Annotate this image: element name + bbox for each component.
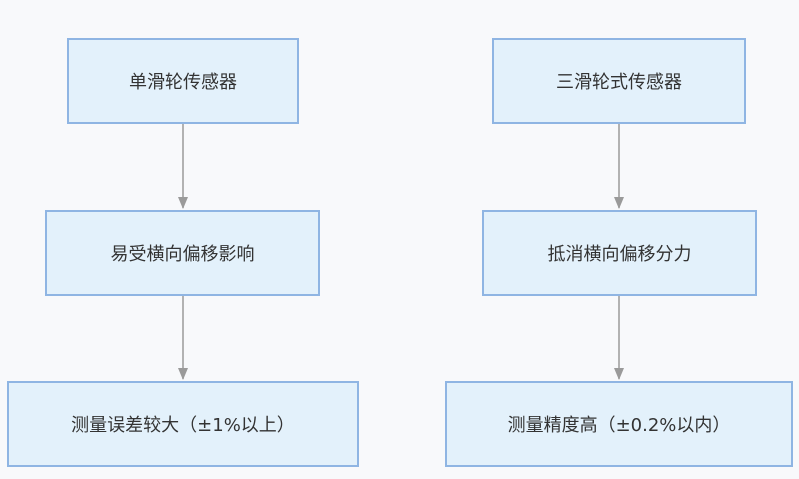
node-label: 易受横向偏移影响 — [110, 244, 255, 265]
node-label: 抵消横向偏移分力 — [547, 244, 692, 265]
node-label: 测量精度高（±0.2%以内） — [507, 415, 731, 436]
node-high-measurement-precision: 测量精度高（±0.2%以内） — [445, 381, 793, 467]
node-label: 三滑轮式传感器 — [556, 72, 682, 93]
node-label: 单滑轮传感器 — [129, 72, 237, 93]
node-large-measurement-error: 测量误差较大（±1%以上） — [7, 381, 359, 467]
node-label: 测量误差较大（±1%以上） — [71, 415, 295, 436]
node-three-pulley-sensor: 三滑轮式传感器 — [492, 38, 746, 124]
node-cancel-lateral-offset: 抵消横向偏移分力 — [482, 210, 757, 296]
node-lateral-offset-susceptible: 易受横向偏移影响 — [45, 210, 320, 296]
node-single-pulley-sensor: 单滑轮传感器 — [67, 38, 299, 124]
